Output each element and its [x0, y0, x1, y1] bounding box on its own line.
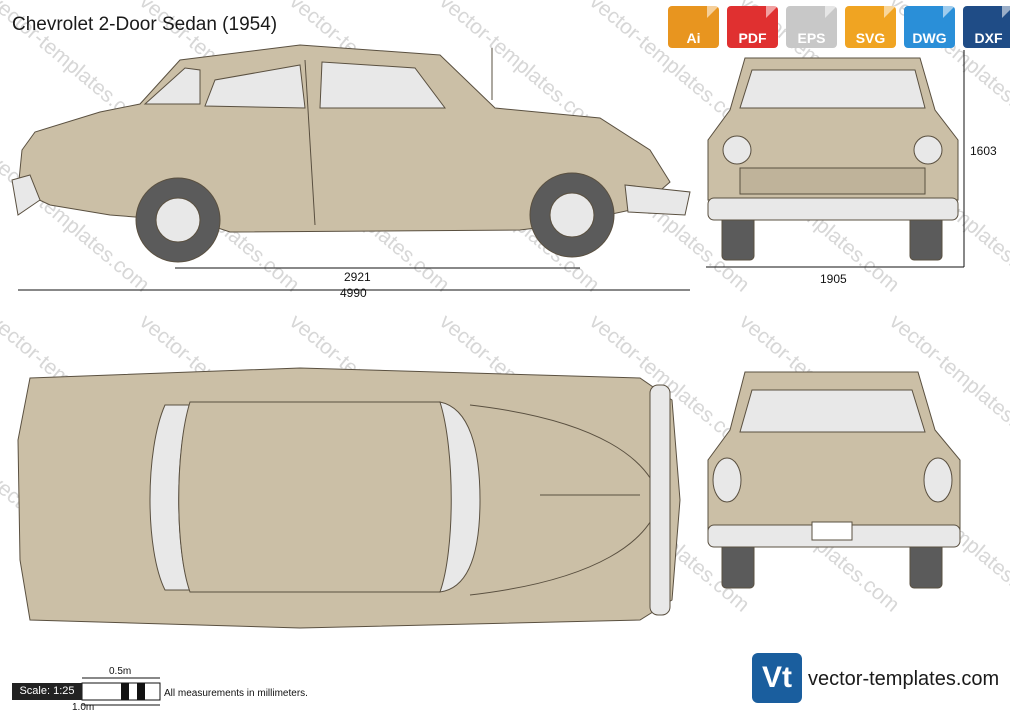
- badge-fold: [766, 6, 778, 18]
- door-line: [304, 59, 316, 226]
- badge-label: EPS: [797, 30, 826, 46]
- measurement-note: All measurements in millimeters.: [164, 688, 308, 699]
- badge-label: SVG: [855, 30, 886, 46]
- rear-left-taillight: [712, 457, 742, 503]
- front-left-tire: [721, 214, 755, 261]
- rear-hubcap: [549, 192, 595, 238]
- side-window-front: [143, 67, 201, 105]
- front-hubcap: [155, 197, 201, 243]
- rear-right-taillight: [923, 457, 953, 503]
- dwg-file-icon[interactable]: DWG: [904, 6, 955, 48]
- top-front-bumper: [649, 384, 671, 616]
- side-view: [11, 44, 691, 263]
- rear-window: [739, 389, 926, 433]
- badge-fold: [1002, 6, 1010, 18]
- top-roof: [178, 401, 456, 593]
- scale-half-meter: 0.5m: [109, 666, 132, 677]
- badge-label: DXF: [974, 30, 1003, 46]
- side-window-mid: [204, 64, 306, 109]
- front-right-headlight: [913, 135, 943, 165]
- badge-fold: [825, 6, 837, 18]
- side-window-rear: [319, 61, 446, 109]
- brand-logo: Vt: [752, 653, 802, 703]
- ai-file-icon[interactable]: Ai: [668, 6, 719, 48]
- front-view: [707, 57, 959, 261]
- front-windshield: [739, 69, 926, 109]
- side-front-bumper: [11, 174, 41, 216]
- format-badges: Ai PDF EPS SVG DWG DXF: [668, 6, 1010, 48]
- wheelbase-dimension: 2921: [344, 270, 371, 284]
- eps-file-icon[interactable]: EPS: [786, 6, 837, 48]
- page-title: Chevrolet 2-Door Sedan (1954): [12, 14, 278, 35]
- front-right-tire: [909, 214, 943, 261]
- front-bumper: [707, 197, 959, 221]
- brand-name: vector-templates.com: [808, 668, 1000, 690]
- scale-bar: [81, 677, 161, 706]
- badge-fold: [707, 6, 719, 18]
- top-windshield: [439, 401, 481, 593]
- license-plate: [811, 521, 853, 541]
- badge-fold: [943, 6, 955, 18]
- badge-label: Ai: [686, 30, 701, 46]
- scale-label: Scale: 1:25: [12, 683, 82, 700]
- rear-view: [707, 371, 961, 589]
- scale-one-meter: 1.0m: [72, 702, 95, 713]
- dxf-file-icon[interactable]: DXF: [963, 6, 1010, 48]
- side-rear-bumper: [624, 184, 691, 216]
- badge-label: PDF: [738, 30, 767, 46]
- length-dimension: 4990: [340, 286, 367, 300]
- badge-fold: [884, 6, 896, 18]
- top-view: [17, 367, 681, 629]
- pdf-file-icon[interactable]: PDF: [727, 6, 778, 48]
- height-dimension: 1603: [970, 144, 997, 158]
- front-grille: [739, 167, 926, 195]
- width-dimension: 1905: [820, 272, 847, 286]
- badge-label: DWG: [912, 30, 947, 46]
- svg-file-icon[interactable]: SVG: [845, 6, 896, 48]
- front-left-headlight: [722, 135, 752, 165]
